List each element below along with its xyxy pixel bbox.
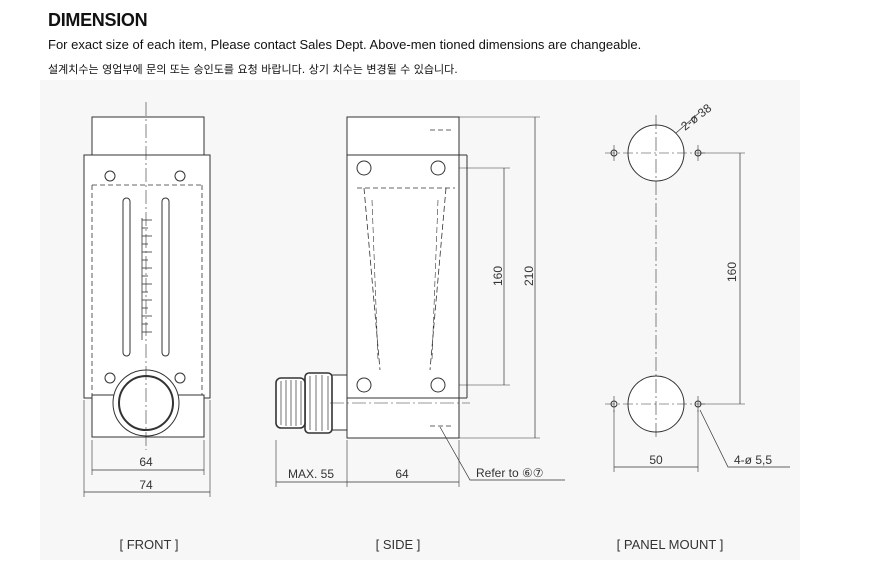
panel-caption: [ PANEL MOUNT ] xyxy=(617,537,724,552)
panel-mount-view xyxy=(605,111,790,472)
notice-english: For exact size of each item, Please cont… xyxy=(48,37,642,52)
side-body xyxy=(346,154,460,399)
side-screw-tr xyxy=(430,160,446,176)
side-tube-right xyxy=(429,187,447,371)
side-dim-160: 160 xyxy=(491,266,505,286)
front-screw-tr xyxy=(174,170,186,182)
front-screw-bl xyxy=(104,372,116,384)
front-top-cap xyxy=(91,116,205,156)
side-knob-outer xyxy=(275,377,306,429)
front-screw-br xyxy=(174,372,186,384)
panel-dim-160: 160 xyxy=(725,262,739,282)
side-knob-knurl xyxy=(280,375,329,431)
side-view xyxy=(275,116,565,487)
side-screw-tl xyxy=(356,160,372,176)
side-caption: [ SIDE ] xyxy=(376,537,421,552)
side-top-cap xyxy=(346,116,460,156)
panel-dim-hole-small: 4-ø 5,5 xyxy=(734,453,772,467)
front-view xyxy=(83,102,211,497)
side-bottom-cap xyxy=(346,397,460,439)
panel-hole-leader xyxy=(675,111,701,134)
page-title: DIMENSION xyxy=(48,10,148,30)
side-dim-210: 210 xyxy=(522,266,536,286)
notice-korean: 설계치수는 영업부에 문의 또는 승인도를 요청 바랍니다. 상기 치수는 변경… xyxy=(48,63,458,76)
front-screw-tl xyxy=(104,170,116,182)
panel-screw-leader xyxy=(699,409,790,468)
front-dim-outer: 74 xyxy=(139,478,153,492)
side-screw-bl xyxy=(356,377,372,393)
front-slot-left xyxy=(122,197,131,357)
front-body xyxy=(83,154,211,399)
front-caption: [ FRONT ] xyxy=(120,537,179,552)
side-refer-note: Refer to ⑥⑦ xyxy=(476,466,544,480)
front-dim-inner: 64 xyxy=(139,455,153,469)
panel-dim-50: 50 xyxy=(649,453,663,467)
side-dim-max: MAX. 55 xyxy=(288,467,334,481)
side-refer-leader xyxy=(439,426,565,481)
front-scale-ticks xyxy=(141,218,152,340)
front-slot-right xyxy=(161,197,170,357)
side-dim-width: 64 xyxy=(395,467,409,481)
side-tube-left xyxy=(363,187,381,371)
side-screw-br xyxy=(430,377,446,393)
